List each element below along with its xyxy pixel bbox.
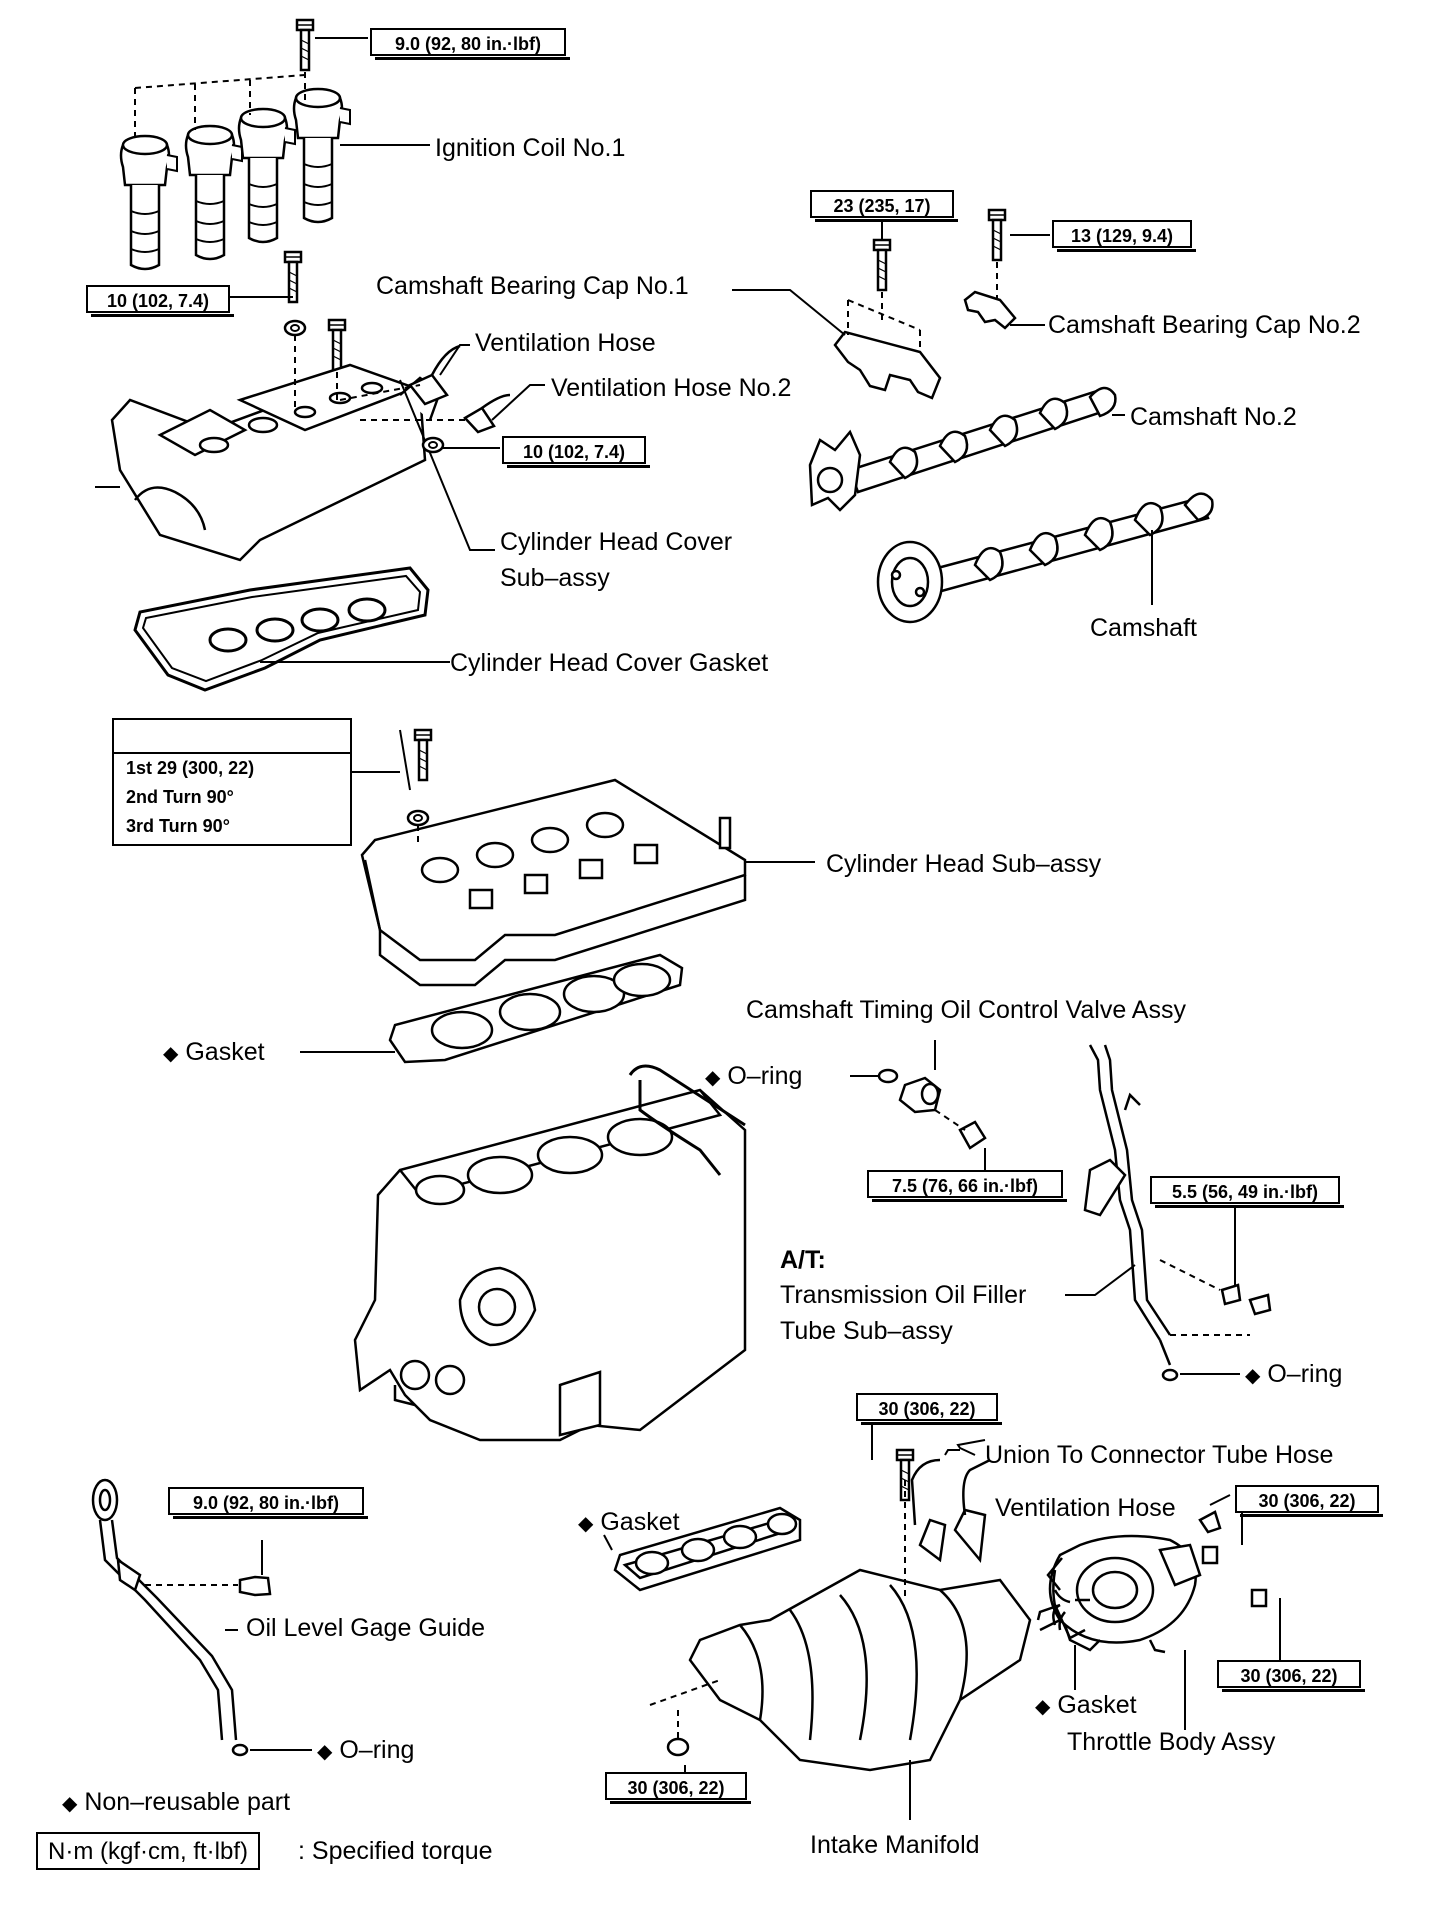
torque-bearing-cap-2: 13 (129, 9.4) <box>1052 220 1196 252</box>
legend-torque-unit: N·m (kgf·cm, ft·lbf) <box>36 1832 260 1870</box>
label-ventilation-hose: Ventilation Hose <box>475 329 656 357</box>
torque-coil-bolt: 9.0 (92, 80 in.·lbf) <box>370 28 570 60</box>
intake-gasket-shape <box>603 1534 613 1551</box>
ignition-coil-group <box>119 18 430 271</box>
engine-block-shape <box>353 1064 747 1442</box>
non-reusable-mark: ◆ <box>62 1793 78 1815</box>
head-bolt-torque-header <box>114 720 350 754</box>
label-ignition-coil: Ignition Coil No.1 <box>435 134 626 162</box>
oil-level-gage-guide-shape <box>91 1478 312 1757</box>
head-bolt-step-1: 1st 29 (300, 22) <box>126 758 255 778</box>
torque-cover-left: 10 (102, 7.4) <box>86 285 234 317</box>
label-union-hose: Union To Connector Tube Hose <box>985 1441 1334 1469</box>
label-throttle-gasket-text: Gasket <box>1057 1691 1137 1719</box>
label-intake-ventilation-hose: Ventilation Hose <box>995 1494 1176 1522</box>
transmission-tube-shape <box>1065 1044 1272 1382</box>
ocv-shape <box>850 1040 987 1170</box>
camshaft-bearing-caps <box>732 208 1050 400</box>
label-ocv-o-ring: ◆ O–ring <box>705 1061 802 1093</box>
non-reusable-mark: ◆ <box>317 1741 333 1763</box>
label-cylinder-head: Cylinder Head Sub–assy <box>826 850 1102 878</box>
label-trans-tube-line1: Transmission Oil Filler <box>780 1281 1027 1309</box>
legend-non-reusable-text: Non–reusable part <box>84 1788 291 1816</box>
label-trans-o-ring: ◆ O–ring <box>1245 1359 1342 1391</box>
label-head-gasket: ◆ Gasket <box>163 1037 265 1069</box>
label-cylinder-head-cover-line2: Sub–assy <box>500 564 610 592</box>
camshaft-shape <box>876 492 1214 624</box>
non-reusable-mark: ◆ <box>705 1067 721 1089</box>
torque-bearing-cap-1: 23 (235, 17) <box>810 190 958 222</box>
label-camshaft: Camshaft <box>1090 614 1197 642</box>
torque-throttle-bottom: 30 (306, 22) <box>1217 1660 1365 1692</box>
torque-throttle-top: 30 (306, 22) <box>1235 1485 1383 1517</box>
throttle-gasket-shape <box>1052 1603 1076 1690</box>
head-bolt-step-3: 3rd Turn 90° <box>126 816 230 836</box>
label-throttle-body: Throttle Body Assy <box>1067 1728 1276 1756</box>
cylinder-head-cover <box>95 250 495 562</box>
intake-manifold-shape <box>613 1422 1032 1820</box>
label-cylinder-head-cover-gasket: Cylinder Head Cover Gasket <box>450 649 769 677</box>
label-camshaft-bearing-cap-2: Camshaft Bearing Cap No.2 <box>1048 311 1361 339</box>
label-ocv-o-ring-text: O–ring <box>727 1062 803 1090</box>
label-camshaft-bearing-cap-1: Camshaft Bearing Cap No.1 <box>376 272 689 300</box>
cylinder-head-cover-gasket-shape <box>133 566 450 692</box>
torque-cover-right: 10 (102, 7.4) <box>502 436 650 468</box>
label-intake-gasket-text: Gasket <box>600 1508 680 1536</box>
non-reusable-mark: ◆ <box>578 1513 594 1535</box>
non-reusable-mark: ◆ <box>1245 1365 1261 1387</box>
label-cylinder-head-cover-line1: Cylinder Head Cover <box>500 528 733 556</box>
label-trans-o-ring-text: O–ring <box>1267 1360 1343 1388</box>
ventilation-hoses <box>339 344 545 454</box>
label-oil-level-gage-guide: Oil Level Gage Guide <box>246 1614 486 1642</box>
cylinder-head-shape <box>350 728 815 987</box>
legend-non-reusable: ◆ Non–reusable part <box>62 1787 290 1819</box>
legend-torque-desc: : Specified torque <box>298 1837 493 1865</box>
torque-manifold: 30 (306, 22) <box>605 1772 751 1804</box>
label-throttle-gasket: ◆ Gasket <box>1035 1690 1137 1722</box>
label-camshaft-timing-valve: Camshaft Timing Oil Control Valve Assy <box>746 996 1186 1024</box>
throttle-body-shape <box>1036 1494 1281 1730</box>
torque-oil-guide: 9.0 (92, 80 in.·lbf) <box>168 1487 368 1519</box>
label-at: A/T: <box>780 1246 826 1274</box>
label-ventilation-hose-2: Ventilation Hose No.2 <box>551 374 792 402</box>
label-intake-manifold: Intake Manifold <box>810 1831 980 1859</box>
non-reusable-mark: ◆ <box>1035 1696 1051 1718</box>
label-head-gasket-text: Gasket <box>185 1038 265 1066</box>
label-intake-gasket: ◆ Gasket <box>578 1507 680 1539</box>
torque-trans-tube: 5.5 (56, 49 in.·lbf) <box>1150 1176 1344 1208</box>
non-reusable-mark: ◆ <box>163 1043 179 1065</box>
head-gasket-shape <box>300 953 684 1064</box>
label-oil-guide-o-ring-text: O–ring <box>339 1736 415 1764</box>
label-camshaft-no2: Camshaft No.2 <box>1130 403 1297 431</box>
torque-union: 30 (306, 22) <box>856 1393 1002 1425</box>
head-bolt-torque-table: 1st 29 (300, 22) 2nd Turn 90° 3rd Turn 9… <box>112 718 352 846</box>
label-trans-tube-line2: Tube Sub–assy <box>780 1317 953 1345</box>
label-oil-guide-o-ring: ◆ O–ring <box>317 1735 414 1767</box>
torque-ocv: 7.5 (76, 66 in.·lbf) <box>867 1170 1067 1202</box>
camshaft-no2-shape <box>808 386 1125 512</box>
head-bolt-step-2: 2nd Turn 90° <box>126 787 234 807</box>
